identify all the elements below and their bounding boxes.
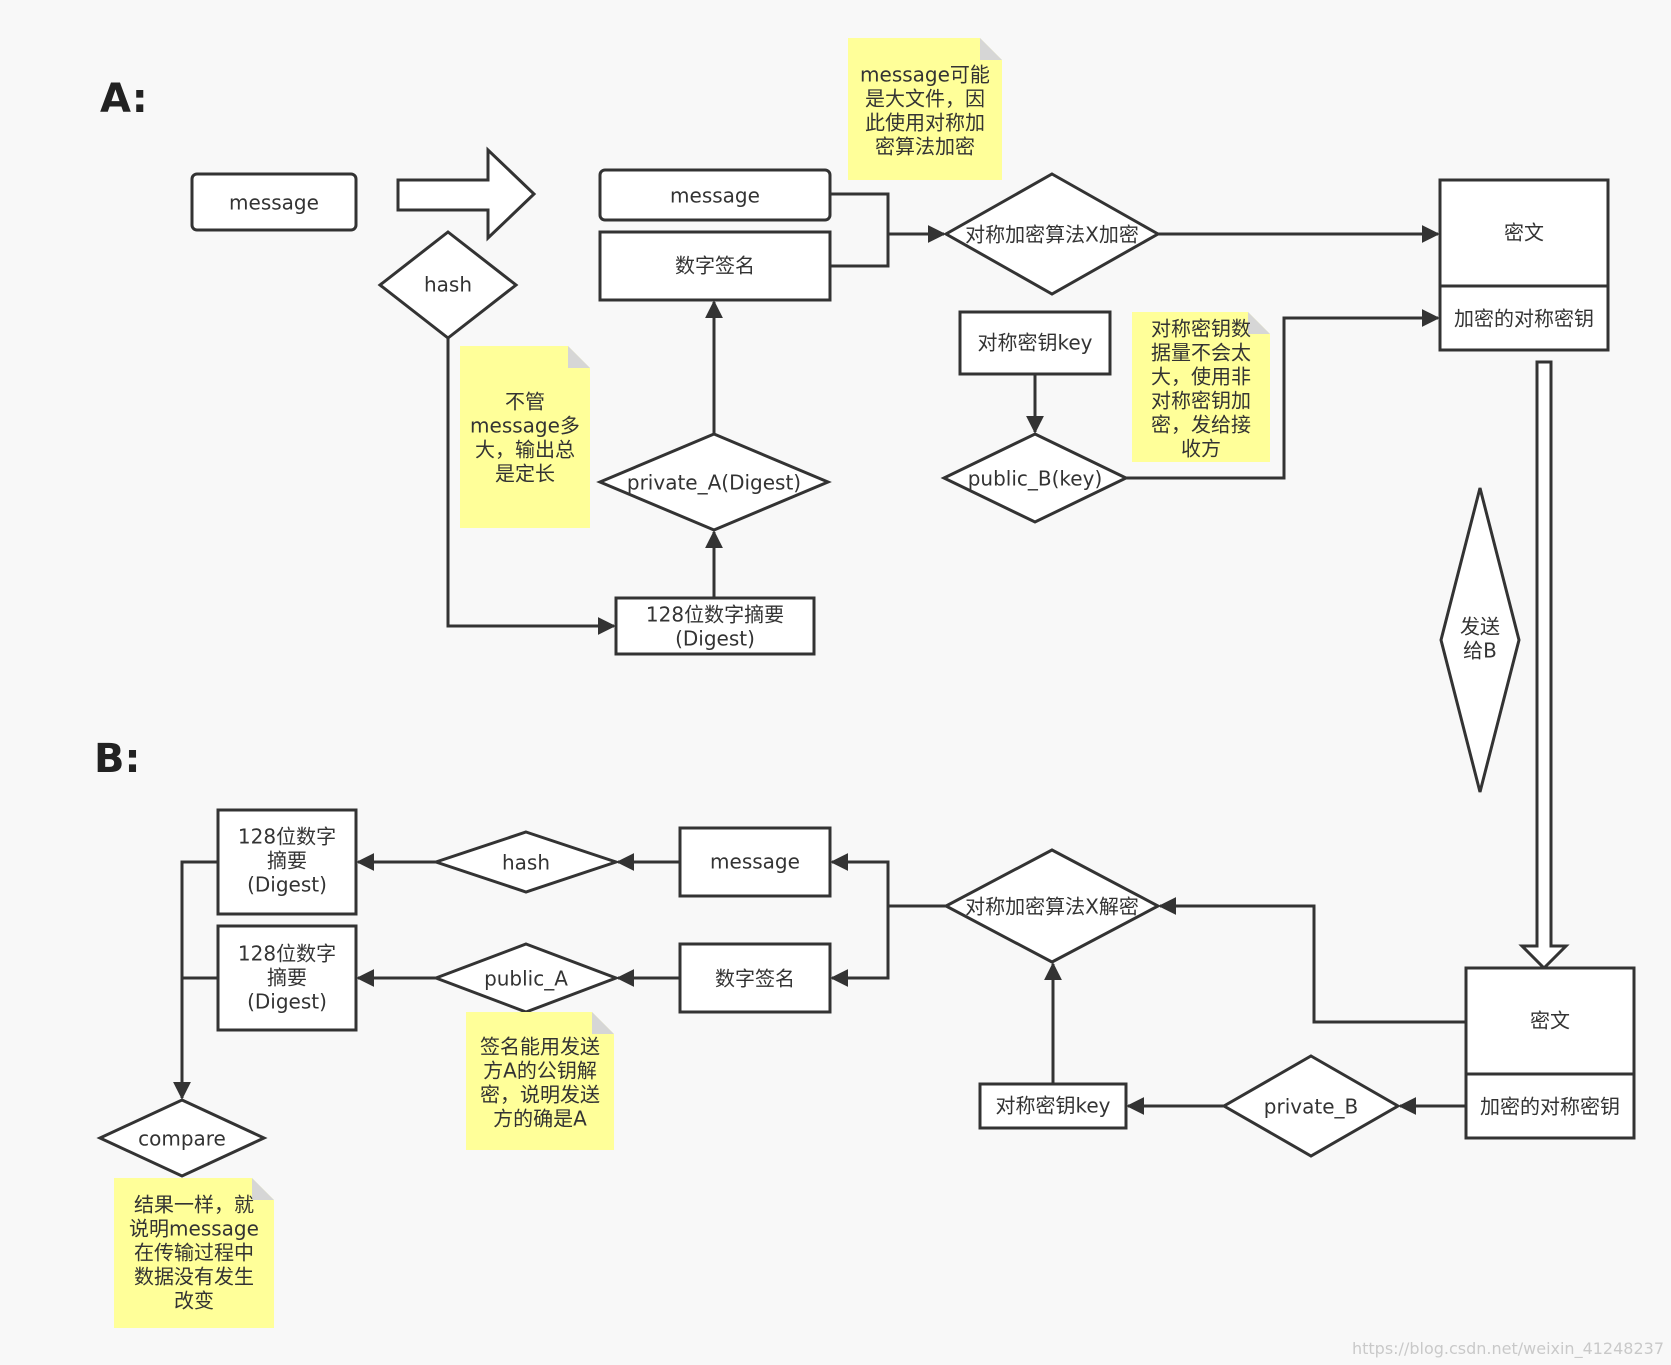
note-big-file-line-3: 此使用对称加 — [865, 111, 985, 135]
note-signature-line-1: 签名能用发送 — [480, 1035, 600, 1059]
note-signature-line-2: 方A的公钥解 — [483, 1059, 597, 1083]
a-hash-label: hash — [424, 273, 472, 297]
note-result-line-1: 结果一样，就 — [134, 1193, 254, 1217]
note-key-small-line-4: 对称密钥加 — [1151, 389, 1251, 413]
a-digest-box[interactable]: 128位数字摘要 (Digest) — [614, 596, 816, 656]
b-private-b-diamond[interactable]: private_B — [1220, 1054, 1402, 1158]
note-signature: 签名能用发送 方A的公钥解 密，说明发送 方的确是A — [466, 1012, 614, 1150]
note-result-line-5: 改变 — [174, 1289, 214, 1313]
b-digest-2-line-3: (Digest) — [247, 990, 327, 1014]
send-to-b-line-1: 发送 — [1460, 615, 1500, 639]
note-result-line-2: 说明message — [129, 1217, 259, 1241]
note-signature-line-3: 密，说明发送 — [480, 1083, 600, 1107]
note-result-line-3: 在传输过程中 — [134, 1241, 254, 1265]
note-key-small-line-1: 对称密钥数 — [1151, 317, 1251, 341]
note-result: 结果一样，就 说明message 在传输过程中 数据没有发生 改变 — [114, 1178, 274, 1328]
note-big-file-line-1: message可能 — [860, 63, 990, 87]
b-ciphertext-label: 密文 — [1530, 1009, 1570, 1033]
note-big-file-line-4: 密算法加密 — [875, 135, 975, 159]
b-encrypted-key-label: 加密的对称密钥 — [1480, 1095, 1620, 1119]
b-digest-1-to-compare-arrow — [173, 860, 218, 1100]
send-to-b-diamond: 发送 给B — [1439, 487, 1521, 793]
note-fixed-length-line-1: 不管 — [505, 390, 545, 414]
note-big-file: message可能 是大文件，因 此使用对称加 密算法加密 — [848, 38, 1002, 180]
b-sym-key-box[interactable]: 对称密钥key — [978, 1082, 1128, 1130]
b-signature-box[interactable]: 数字签名 — [678, 942, 832, 1014]
b-message-box[interactable]: message — [678, 826, 832, 898]
b-hash-label: hash — [502, 851, 550, 875]
a-sym-key-label: 对称密钥key — [977, 331, 1092, 355]
b-hash-diamond[interactable]: hash — [431, 830, 621, 894]
b-message-label: message — [710, 850, 800, 874]
a-signature-to-join-line — [830, 234, 890, 268]
a-encrypted-key-box[interactable]: 加密的对称密钥 — [1438, 284, 1610, 352]
note-big-file-line-2: 是大文件，因 — [865, 87, 985, 111]
a-ciphertext-label: 密文 — [1504, 221, 1544, 245]
transform-arrow — [396, 146, 537, 242]
note-fixed-length-line-2: message多 — [470, 414, 580, 438]
b-signature-label: 数字签名 — [715, 967, 795, 991]
b-public-a-label: public_A — [484, 967, 568, 991]
note-result-line-4: 数据没有发生 — [134, 1265, 254, 1289]
note-key-small: 对称密钥数 据量不会太 大，使用非 对称密钥加 密，发给接 收方 — [1132, 312, 1270, 462]
b-private-b-label: private_B — [1264, 1095, 1358, 1119]
note-fixed-length-line-3: 大，输出总 — [475, 438, 575, 462]
section-a-label: A: — [100, 76, 148, 122]
a-sym-encrypt-diamond[interactable]: 对称加密算法X加密 — [942, 172, 1162, 296]
note-fixed-length-line-4: 是定长 — [495, 462, 555, 486]
watermark: https://blog.csdn.net/weixin_41248237 — [1352, 1339, 1664, 1359]
b-compare-label: compare — [138, 1127, 226, 1151]
section-b-label: B: — [94, 736, 140, 782]
note-key-small-line-5: 密，发给接 — [1151, 413, 1251, 437]
b-public-a-diamond[interactable]: public_A — [431, 942, 621, 1014]
a-ciphertext-box[interactable]: 密文 — [1438, 178, 1610, 288]
b-decrypt-to-message-arrow — [830, 853, 946, 908]
a-signature-box[interactable]: 数字签名 — [598, 230, 832, 302]
b-digest-1-line-3: (Digest) — [247, 873, 327, 897]
b-digest-1-line-2: 摘要 — [267, 849, 307, 873]
a-sym-encrypt-label: 对称加密算法X加密 — [965, 223, 1139, 247]
b-sym-decrypt-label: 对称加密算法X解密 — [965, 895, 1139, 919]
b-digest-2-line-1: 128位数字 — [238, 942, 336, 966]
a-message-box[interactable]: message — [598, 168, 832, 222]
b-digest-2-line-2: 摘要 — [267, 966, 307, 990]
a-private-a-diamond[interactable]: private_A(Digest) — [596, 432, 832, 532]
b-decrypt-to-signature-arrow — [830, 906, 890, 987]
b-ciphertext-box[interactable]: 密文 — [1464, 966, 1636, 1076]
note-signature-line-4: 方的确是A — [493, 1107, 587, 1131]
a-message-source-label: message — [229, 191, 319, 215]
a-private-a-label: private_A(Digest) — [627, 471, 801, 495]
b-encrypted-key-box[interactable]: 加密的对称密钥 — [1464, 1072, 1636, 1140]
a-message-to-join-line — [830, 192, 890, 234]
transfer-down-arrow — [1518, 360, 1570, 971]
note-key-small-line-6: 收方 — [1181, 437, 1221, 461]
b-sym-key-label: 对称密钥key — [995, 1094, 1110, 1118]
b-sym-decrypt-diamond[interactable]: 对称加密算法X解密 — [942, 848, 1162, 964]
a-hash-diamond[interactable]: hash — [377, 230, 519, 340]
note-key-small-line-3: 大，使用非 — [1151, 365, 1251, 389]
b-compare-diamond[interactable]: compare — [96, 1098, 268, 1178]
a-hash-to-digest-arrow — [446, 338, 616, 635]
a-public-b-to-encrypted-key-arrow — [1126, 309, 1440, 480]
a-digest-line-2: (Digest) — [675, 627, 755, 651]
note-fixed-length: 不管 message多 大，输出总 是定长 — [460, 346, 590, 528]
a-message-label: message — [670, 184, 760, 208]
b-digest-box-2[interactable]: 128位数字 摘要 (Digest) — [216, 924, 358, 1032]
note-key-small-line-2: 据量不会太 — [1151, 341, 1251, 365]
send-to-b-line-2: 给B — [1463, 639, 1497, 663]
a-encrypted-key-label: 加密的对称密钥 — [1454, 307, 1594, 331]
b-digest-1-line-1: 128位数字 — [238, 825, 336, 849]
b-ciphertext-to-decrypt-arrow — [1158, 897, 1466, 1024]
a-signature-label: 数字签名 — [675, 254, 755, 278]
b-digest-box-1[interactable]: 128位数字 摘要 (Digest) — [216, 808, 358, 916]
a-digest-line-1: 128位数字摘要 — [646, 603, 784, 627]
a-public-b-diamond[interactable]: public_B(key) — [940, 432, 1130, 524]
a-sym-key-box[interactable]: 对称密钥key — [958, 310, 1112, 376]
a-public-b-label: public_B(key) — [968, 467, 1103, 491]
a-message-source-box[interactable]: message — [190, 172, 358, 232]
